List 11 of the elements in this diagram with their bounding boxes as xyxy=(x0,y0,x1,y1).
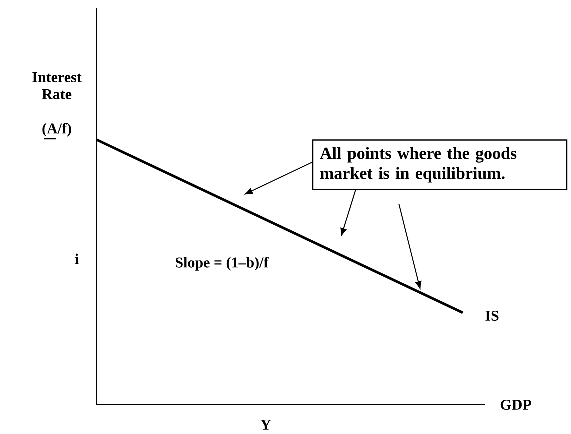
slope-label: Slope = (1–b)/f xyxy=(176,257,269,271)
leader-arrow xyxy=(340,190,356,236)
axis-value: i xyxy=(75,254,79,264)
axis-value: (A/f) xyxy=(42,123,72,140)
curve-label: IS xyxy=(486,310,499,322)
axis-value: Y xyxy=(260,420,272,430)
leader-arrow xyxy=(398,204,422,290)
axis-label: GDP xyxy=(500,400,532,410)
leader-arrow xyxy=(245,162,313,195)
callout-box: All points where the goods market is in equilibrium. xyxy=(312,140,568,190)
axis-label: Interest Rate xyxy=(32,72,82,100)
